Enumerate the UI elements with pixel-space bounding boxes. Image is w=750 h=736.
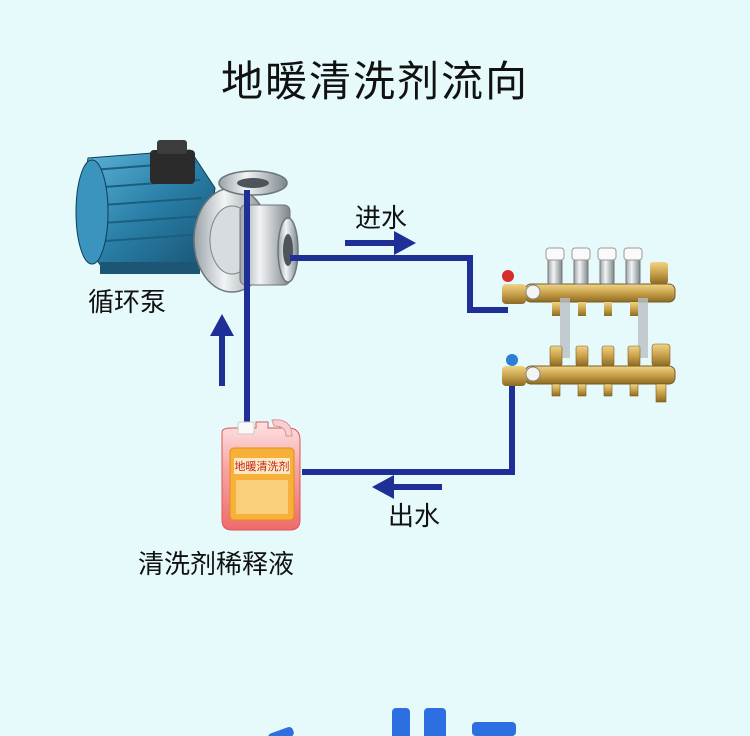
outlet-label: 出水 bbox=[388, 502, 441, 532]
arrow-right bbox=[345, 231, 416, 255]
arrow-left bbox=[372, 475, 442, 499]
pipes bbox=[244, 190, 515, 475]
supply-manifold bbox=[502, 247, 676, 358]
supply-pipe bbox=[290, 255, 508, 313]
page-title: 地暖清洗剂流向 bbox=[220, 57, 529, 106]
return-manifold bbox=[502, 343, 676, 403]
return-pipe bbox=[302, 382, 515, 475]
bottle-caption: 清洗剂稀释液 bbox=[138, 550, 295, 580]
pump-label: 循环泵 bbox=[88, 288, 167, 318]
bottom-decoration bbox=[0, 708, 750, 736]
circulation-pump bbox=[75, 140, 299, 293]
bottle-label: 地暖清洗剂 bbox=[235, 459, 290, 473]
cleaner-bottle: 地暖清洗剂 bbox=[221, 419, 301, 531]
inlet-label: 进水 bbox=[355, 204, 408, 234]
arrow-up bbox=[210, 314, 234, 386]
